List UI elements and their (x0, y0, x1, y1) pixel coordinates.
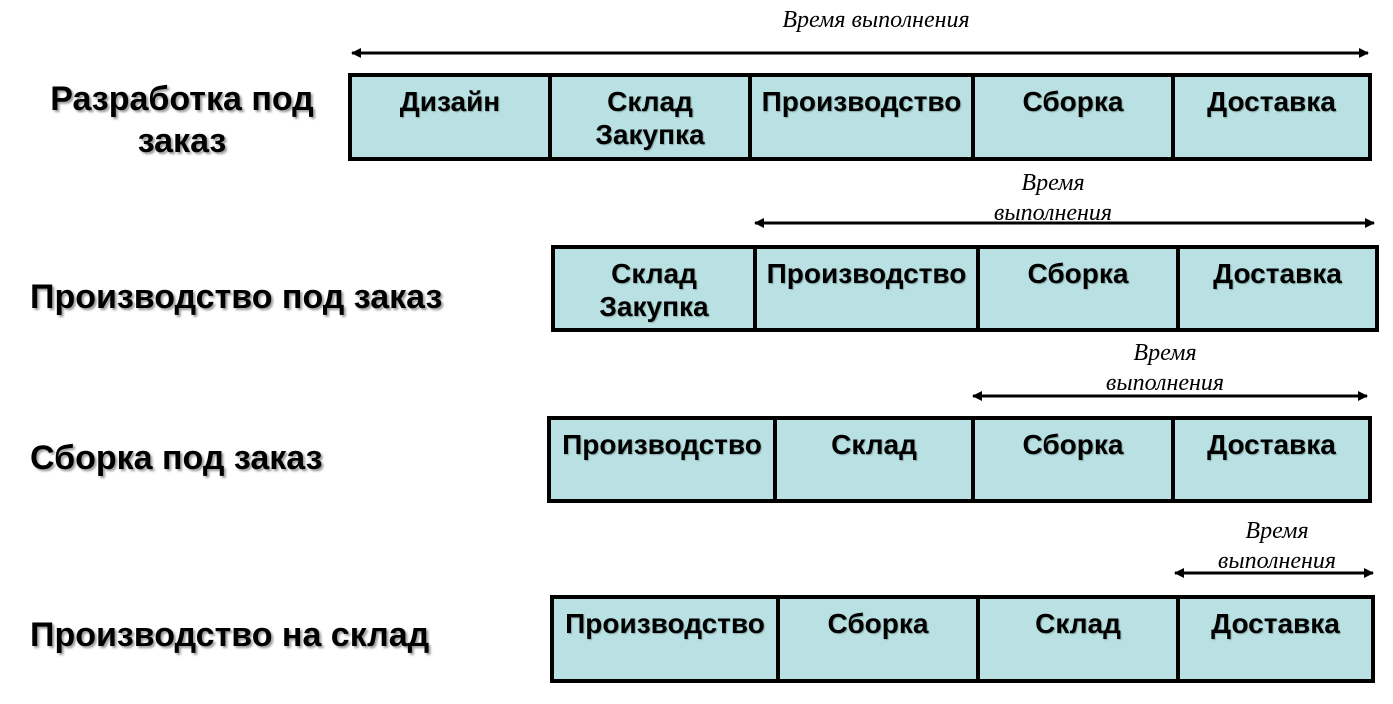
lead-time-caption-2: Время выполнения (993, 170, 1113, 226)
process-bar-assemble-to-order: Производство Склад Сборка Доставка (547, 416, 1372, 503)
step-production: Производство (554, 599, 780, 679)
step-delivery: Доставка (1211, 608, 1340, 639)
process-bar-make-to-order: Склад Закупка Производство Сборка Достав… (551, 245, 1379, 332)
step-warehouse: Склад (777, 420, 975, 499)
step-delivery: Доставка (1207, 429, 1336, 460)
step-warehouse: Склад (980, 599, 1180, 679)
step-assembly: Сборка (975, 420, 1175, 499)
step-warehouse-procurement: Склад Закупка (552, 77, 752, 157)
step-design: Дизайн (352, 77, 552, 157)
step-production: Производство (752, 77, 975, 157)
row-label-make-to-order: Производство под заказ (30, 278, 443, 316)
row-label-engineer-to-order: Разработка под заказ (50, 80, 314, 160)
step-warehouse-procurement: Склад Закупка (555, 249, 757, 328)
lead-time-caption-1: Время выполнения (782, 7, 970, 33)
step-assembly: Сборка (780, 599, 980, 679)
lead-time-caption-4: Время выполнения (1217, 518, 1337, 574)
row-label-make-to-stock: Производство на склад (30, 616, 430, 654)
lead-time-caption-3: Время выполнения (1105, 340, 1225, 396)
step-production: Производство (551, 420, 777, 499)
step-delivery: Доставка (1207, 86, 1336, 117)
step-assembly: Сборка (980, 249, 1180, 328)
row-label-assemble-to-order: Сборка под заказ (30, 439, 323, 477)
step-delivery: Доставка (1213, 258, 1342, 289)
step-production: Производство (757, 249, 980, 328)
process-bar-engineer-to-order: Дизайн Склад Закупка Производство Сборка… (348, 73, 1372, 161)
step-assembly: Сборка (975, 77, 1175, 157)
process-bar-make-to-stock: Производство Сборка Склад Доставка (550, 595, 1375, 683)
